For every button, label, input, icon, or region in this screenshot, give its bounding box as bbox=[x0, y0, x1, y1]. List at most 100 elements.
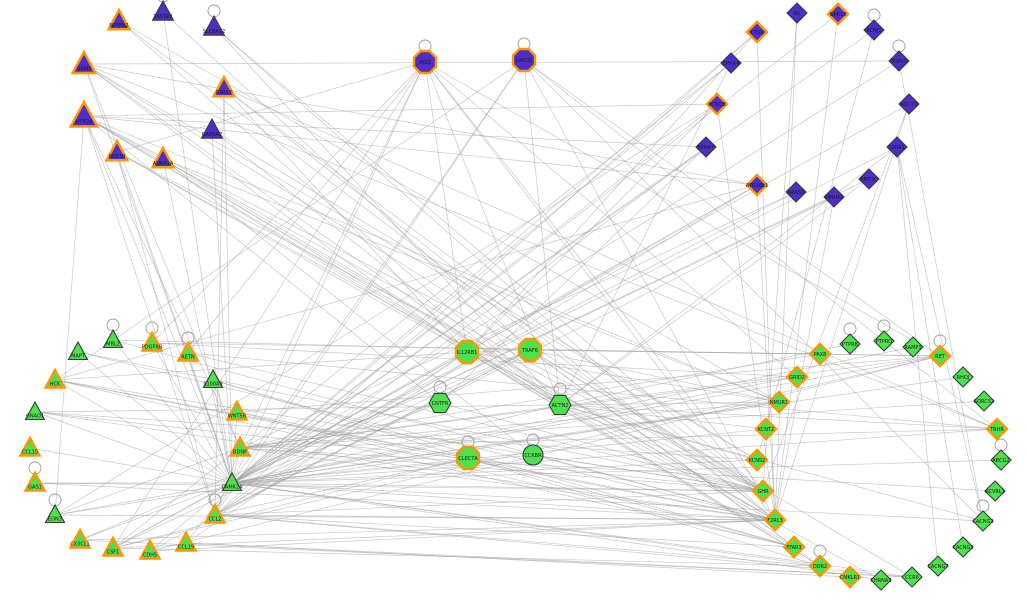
edge[interactable] bbox=[83, 103, 718, 117]
node-CCR6[interactable] bbox=[901, 566, 923, 588]
edge[interactable] bbox=[79, 519, 776, 541]
edge[interactable] bbox=[231, 376, 798, 484]
edge[interactable] bbox=[149, 482, 233, 552]
node-PTPRB[interactable] bbox=[839, 333, 861, 355]
edge[interactable] bbox=[559, 62, 732, 406]
edge[interactable] bbox=[83, 63, 233, 484]
edge[interactable] bbox=[223, 87, 233, 484]
node-SORCS2[interactable] bbox=[973, 390, 995, 412]
edge[interactable] bbox=[523, 59, 984, 522]
edge[interactable] bbox=[231, 62, 732, 484]
node-KCNT2[interactable] bbox=[754, 417, 778, 441]
edge[interactable] bbox=[187, 61, 426, 354]
node-GRID2[interactable] bbox=[785, 365, 809, 389]
edge[interactable] bbox=[559, 146, 898, 406]
edge[interactable] bbox=[559, 404, 882, 581]
edge[interactable] bbox=[231, 482, 776, 521]
node-GRM5[interactable] bbox=[70, 49, 98, 75]
edge[interactable] bbox=[34, 482, 776, 521]
edge[interactable] bbox=[34, 411, 233, 484]
edge[interactable] bbox=[54, 59, 525, 381]
node-CACNG7[interactable] bbox=[927, 555, 949, 577]
edge[interactable] bbox=[214, 87, 225, 516]
edge[interactable] bbox=[239, 355, 941, 449]
edge[interactable] bbox=[559, 404, 767, 430]
edge[interactable] bbox=[116, 61, 426, 153]
edge[interactable] bbox=[896, 146, 964, 548]
node-PTPRO[interactable] bbox=[873, 330, 895, 352]
edge[interactable] bbox=[54, 351, 468, 381]
edge[interactable] bbox=[151, 342, 233, 484]
node-ACVRL1[interactable] bbox=[984, 480, 1006, 502]
node-TAS1R2[interactable] bbox=[151, 0, 175, 21]
edge[interactable] bbox=[77, 351, 764, 492]
edge[interactable] bbox=[559, 404, 998, 430]
edge[interactable] bbox=[466, 351, 764, 492]
edge[interactable] bbox=[54, 379, 469, 459]
edge[interactable] bbox=[162, 158, 561, 406]
edge[interactable] bbox=[424, 61, 468, 353]
edge[interactable] bbox=[211, 129, 233, 484]
edge[interactable] bbox=[231, 459, 1002, 484]
edge[interactable] bbox=[559, 404, 758, 461]
node-EPHA7[interactable] bbox=[695, 136, 717, 158]
edge[interactable] bbox=[231, 402, 441, 484]
edge[interactable] bbox=[231, 428, 998, 484]
edge[interactable] bbox=[214, 146, 707, 516]
node-CCL19[interactable] bbox=[174, 530, 198, 552]
edge[interactable] bbox=[424, 61, 776, 521]
edge[interactable] bbox=[231, 103, 718, 484]
edge[interactable] bbox=[762, 103, 910, 492]
self-loop-edge[interactable] bbox=[994, 438, 1008, 452]
edge[interactable] bbox=[83, 60, 900, 65]
edge[interactable] bbox=[231, 428, 767, 484]
node-WNT5B[interactable] bbox=[225, 399, 249, 421]
edge[interactable] bbox=[79, 482, 233, 541]
node-MAPT[interactable] bbox=[67, 340, 89, 361]
edge[interactable] bbox=[231, 459, 758, 484]
edge[interactable] bbox=[756, 31, 776, 521]
edge[interactable] bbox=[211, 129, 561, 406]
edge[interactable] bbox=[214, 514, 795, 548]
edge[interactable] bbox=[774, 13, 839, 521]
node-TRPV5[interactable] bbox=[888, 50, 910, 72]
edge[interactable] bbox=[162, 158, 233, 484]
node-ACTN2[interactable] bbox=[548, 394, 572, 416]
node-TRHR[interactable] bbox=[985, 417, 1009, 441]
edge[interactable] bbox=[523, 59, 561, 406]
edge[interactable] bbox=[118, 20, 776, 521]
node-HCK[interactable] bbox=[43, 367, 67, 389]
edge[interactable] bbox=[239, 428, 998, 449]
node-CASQ2[interactable] bbox=[511, 47, 537, 73]
edge[interactable] bbox=[151, 61, 426, 344]
edge[interactable] bbox=[523, 59, 941, 357]
edge[interactable] bbox=[223, 87, 468, 353]
edge[interactable] bbox=[214, 31, 758, 516]
edge[interactable] bbox=[231, 191, 797, 484]
edge[interactable] bbox=[34, 411, 776, 521]
edge[interactable] bbox=[239, 61, 426, 449]
node-RETN[interactable] bbox=[176, 340, 200, 362]
edge[interactable] bbox=[239, 376, 798, 449]
edge[interactable] bbox=[54, 115, 85, 516]
edge[interactable] bbox=[54, 401, 780, 516]
edge[interactable] bbox=[896, 146, 984, 522]
edge[interactable] bbox=[116, 151, 561, 406]
edge[interactable] bbox=[83, 115, 233, 484]
edge[interactable] bbox=[559, 404, 821, 567]
edge[interactable] bbox=[439, 402, 764, 492]
edge[interactable] bbox=[83, 115, 764, 492]
edge[interactable] bbox=[529, 349, 780, 403]
node-KCNS2[interactable] bbox=[745, 448, 769, 472]
edge[interactable] bbox=[162, 11, 233, 484]
edge[interactable] bbox=[162, 158, 776, 521]
edge[interactable] bbox=[54, 447, 241, 516]
edge[interactable] bbox=[466, 351, 821, 567]
node-P2RX7[interactable] bbox=[211, 74, 237, 98]
edge[interactable] bbox=[559, 404, 764, 492]
node-CDH5[interactable] bbox=[138, 538, 162, 560]
edge[interactable] bbox=[112, 519, 776, 549]
edge[interactable] bbox=[83, 63, 758, 186]
